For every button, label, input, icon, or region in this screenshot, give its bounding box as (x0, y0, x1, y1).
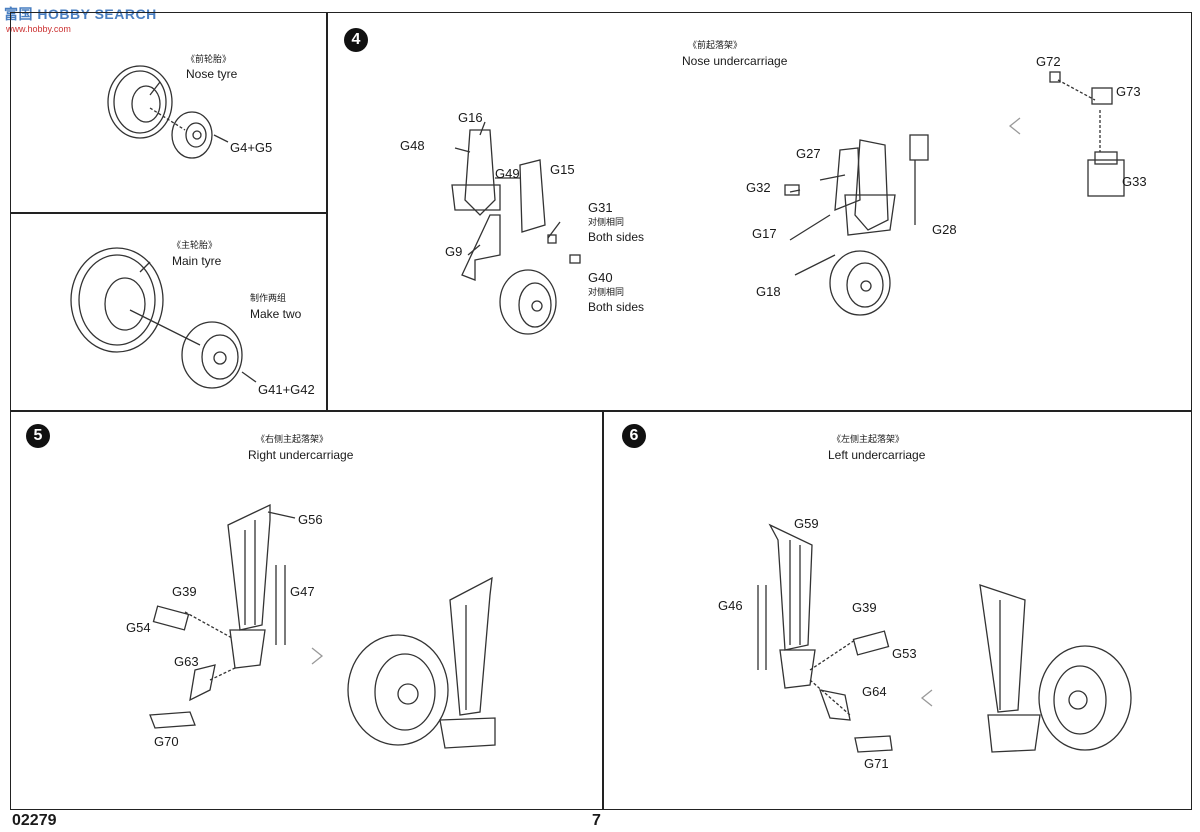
both-sides-en: Both sides (588, 300, 645, 314)
nose-gear-exploded (451, 121, 581, 335)
part-label: G70 (154, 734, 179, 749)
part-label: G16 (458, 110, 483, 125)
product-code: 02279 (12, 812, 57, 829)
main-tyre-drawing (70, 247, 257, 389)
panel-step4 (326, 12, 1192, 412)
part-label: G53 (892, 646, 917, 661)
part-label: G39 (172, 584, 197, 599)
nose-gear-bay-part (1049, 71, 1125, 197)
main-tyre-en: Main tyre (172, 254, 222, 268)
step-4-badge: 4 (344, 28, 368, 52)
panel-step6 (602, 410, 1192, 810)
main-tyre-note-en: Make two (250, 307, 302, 321)
step6-en: Left undercarriage (828, 448, 926, 462)
part-label: G39 (852, 600, 877, 615)
main-tyre-part: G41+G42 (258, 382, 315, 397)
main-tyre-note-cn: 制作两组 (250, 293, 287, 303)
both-sides-cn: 对侧相同 (588, 217, 625, 227)
right-gear-exploded (149, 503, 296, 729)
part-label: G71 (864, 756, 889, 771)
part-label: G64 (862, 684, 887, 699)
part-label: G40 (588, 270, 613, 285)
part-label: G59 (794, 516, 819, 531)
part-label: G27 (796, 146, 821, 161)
right-gear-assembled (311, 576, 496, 749)
part-label: G18 (756, 284, 781, 299)
main-tyre-cn: 《主轮胎》 (172, 240, 218, 250)
part-label: G48 (400, 138, 425, 153)
watermark-brand: 富国 HOBBY SEARCH (4, 6, 157, 22)
step4-en: Nose undercarriage (682, 54, 788, 68)
nose-tyre-cn: 《前轮胎》 (186, 54, 232, 64)
both-sides-en: Both sides (588, 230, 645, 244)
both-sides-cn: 对侧相同 (588, 287, 625, 297)
page-number: 7 (592, 812, 601, 829)
part-label: G31 (588, 200, 613, 215)
left-gear-exploded (757, 523, 893, 753)
step6-cn: 《左侧主起落架》 (832, 434, 905, 444)
nose-tyre-en: Nose tyre (186, 67, 238, 81)
part-label: G17 (752, 226, 777, 241)
part-label: G56 (298, 512, 323, 527)
step5-en: Right undercarriage (248, 448, 354, 462)
part-label: G72 (1036, 54, 1061, 69)
part-label: G32 (746, 180, 771, 195)
panel-nose-tyre (10, 12, 328, 214)
panel-main-tyre (10, 212, 328, 412)
part-label: G47 (290, 584, 315, 599)
watermark-url: www.hobby.com (6, 24, 71, 34)
step-5-badge: 5 (26, 424, 50, 448)
part-label: G49 (495, 166, 520, 181)
step-6-badge: 6 (622, 424, 646, 448)
nose-tyre-drawing (107, 65, 229, 159)
part-label: G28 (932, 222, 957, 237)
step5-cn: 《右侧主起落架》 (256, 434, 329, 444)
left-gear-assembled (920, 584, 1132, 753)
nose-gear-assembled (784, 134, 929, 316)
part-label: G46 (718, 598, 743, 613)
part-label: G33 (1122, 174, 1147, 189)
part-label: G54 (126, 620, 151, 635)
part-label: G73 (1116, 84, 1141, 99)
arrow-step4 (1008, 117, 1021, 135)
part-label: G9 (445, 244, 463, 259)
part-label: G15 (550, 162, 575, 177)
panel-step5 (10, 410, 604, 810)
part-label: G63 (174, 654, 199, 669)
nose-tyre-part: G4+G5 (230, 140, 273, 155)
step4-cn: 《前起落架》 (688, 40, 743, 50)
